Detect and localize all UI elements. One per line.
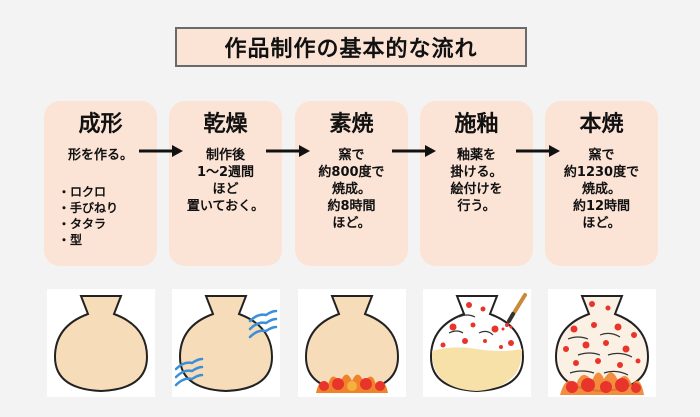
illustration-final-firing (548, 289, 656, 397)
illustration-drying (172, 289, 280, 397)
illustration-glazing (423, 289, 531, 397)
arrow-right-icon (516, 145, 560, 157)
step-card-final-firing: 本焼 窯で 約1230度で 焼成。 約12時間 ほど。 (545, 101, 658, 266)
step-description: 形を作る。 (67, 148, 133, 163)
arrow-right-icon (392, 145, 436, 157)
step-card-bisque-firing: 素焼 窯で 約800度で 焼成。 約8時間 ほど。 (295, 101, 408, 266)
step-description: 釉薬を 掛ける。 絵付けを 行う。 (450, 148, 503, 214)
step-title: 施釉 (454, 112, 499, 137)
brush-icon (507, 293, 527, 323)
vase-plain-icon (53, 295, 149, 393)
step-description: 窯で 約800度で 焼成。 約8時間 ほど。 (318, 148, 385, 231)
forming-methods-list: ロクロ 手びねり タタラ 型 (58, 184, 157, 248)
vase-final-fire-icon (554, 295, 650, 395)
step-card-forming: 成形 形を作る。 ロクロ 手びねり タタラ 型 (44, 101, 157, 266)
vase-bisque-fire-icon (304, 295, 400, 393)
step-description: 窯で 約1230度で 焼成。 約12時間 ほど。 (563, 148, 640, 231)
list-item: 手びねり (58, 200, 157, 216)
step-card-glazing: 施釉 釉薬を 掛ける。 絵付けを 行う。 (420, 101, 533, 266)
step-title: 素焼 (329, 112, 374, 137)
vase-drying-icon (174, 295, 278, 393)
step-card-drying: 乾燥 制作後 1～2週間 ほど 置いておく。 (169, 101, 282, 266)
arrow-right-icon (266, 145, 310, 157)
step-title: 乾燥 (203, 112, 248, 137)
list-item: 型 (58, 232, 157, 248)
illustration-forming (47, 289, 155, 397)
step-title: 成形 (78, 112, 123, 137)
arrow-right-icon (139, 145, 183, 157)
illustration-bisque-firing (298, 289, 406, 397)
step-description: 制作後 1～2週間 ほど 置いておく。 (186, 148, 265, 214)
list-item: タタラ (58, 216, 157, 232)
list-item: ロクロ (58, 184, 157, 200)
vase-glazing-icon (429, 293, 527, 393)
page-title: 作品制作の基本的な流れ (175, 27, 527, 67)
step-title: 本焼 (579, 112, 624, 137)
